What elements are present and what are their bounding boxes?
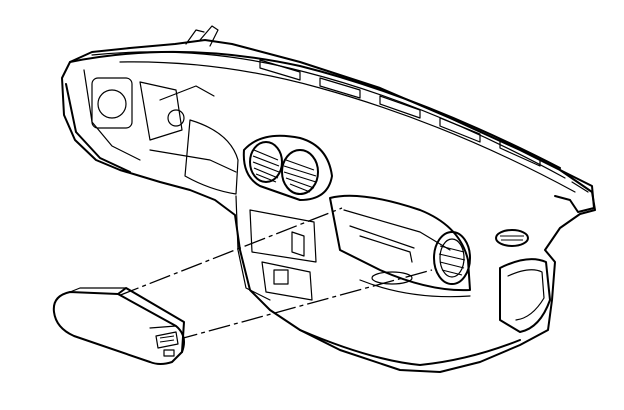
compartment-latch [155,331,179,357]
glove-box-opening [329,194,471,292]
defroster-grille [185,25,541,167]
passenger-airbag-emblem [371,271,413,285]
right-end-opening [499,258,551,333]
side-window-defog-vent [495,229,529,247]
storage-compartment [52,287,185,365]
left-frame [65,69,237,173]
steering-column-opening [184,119,239,195]
center-stack-opening [235,195,317,301]
alignment-lines [117,207,433,341]
center-air-vents [242,134,333,201]
passenger-air-vent [433,231,471,285]
instrument-panel [61,25,596,373]
